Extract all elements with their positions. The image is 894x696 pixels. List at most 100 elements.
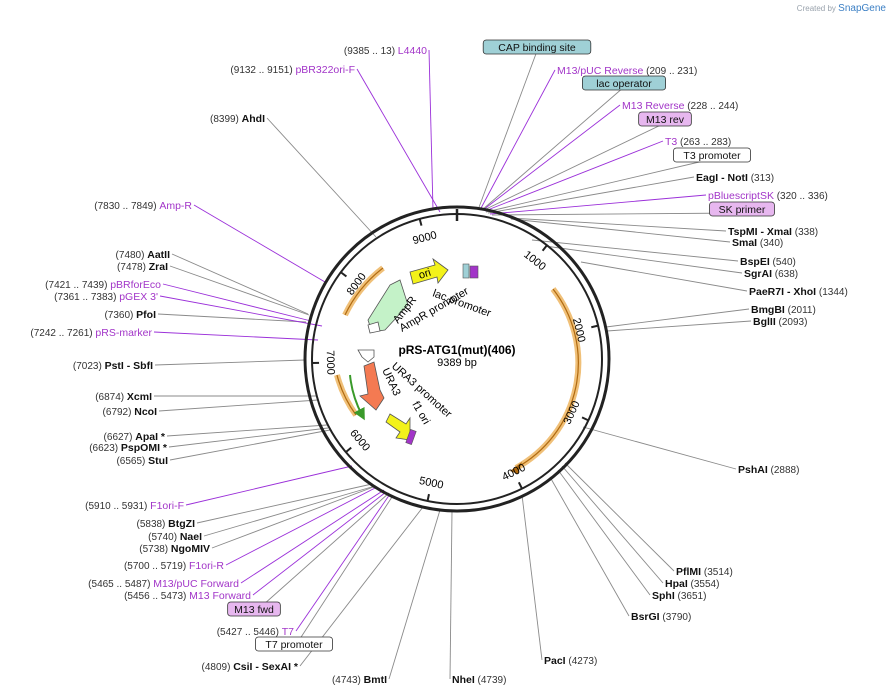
label-position: (3554) xyxy=(688,579,720,590)
label-text: (8399) AhdI xyxy=(210,113,265,125)
label-text: (7421 .. 7439) pBRforEco xyxy=(45,279,161,291)
connector-line xyxy=(356,68,441,213)
ring-tick-mark xyxy=(591,324,599,329)
label-m13-reverse: M13 Reverse (228 .. 244) xyxy=(622,100,738,112)
label-text: (7480) AatII xyxy=(116,249,171,261)
label-pfoi: (7360) PfoI xyxy=(104,309,156,321)
green-arc-feature xyxy=(349,374,365,421)
label-position: (4273) xyxy=(566,656,598,667)
connector-line xyxy=(484,140,664,212)
label-t3: T3 (263 .. 283) xyxy=(665,136,731,148)
ampr-promoter-arrow xyxy=(367,321,381,334)
label-text: (5427 .. 5446) T7 xyxy=(217,626,294,638)
label-name: NheI xyxy=(452,674,475,686)
feature-box-label: T3 promoter xyxy=(683,150,741,162)
label-text: (5838) BtgZI xyxy=(136,518,195,530)
label-sk-primer: SK primer xyxy=(709,201,775,217)
label-name: PstI - SbfI xyxy=(105,360,154,372)
label-text: PacI (4273) xyxy=(544,655,597,667)
feature-box-label: SK primer xyxy=(719,204,766,216)
connector-line xyxy=(491,212,743,216)
connector-line xyxy=(544,245,743,274)
label-name: AatII xyxy=(147,249,170,261)
label-text: SgrAI (638) xyxy=(744,268,798,280)
feature-box-label: lac operator xyxy=(596,78,652,90)
label-btgzi: (5838) BtgZI xyxy=(136,518,195,530)
connector-line xyxy=(253,492,390,614)
connector-line xyxy=(482,104,621,211)
label-pgex-3: (7361 .. 7383) pGEX 3' xyxy=(54,291,158,303)
connector-line xyxy=(169,265,310,316)
label-nhei: NheI (4739) xyxy=(452,674,506,686)
label-text: pBluescriptSK (320 .. 336) xyxy=(708,190,828,202)
ring-tick-mark xyxy=(340,271,348,278)
ura3-arrow xyxy=(359,361,385,411)
label-position: (6623) xyxy=(89,443,121,454)
connector-line xyxy=(162,283,312,322)
connector-line xyxy=(564,462,675,572)
ring-tick-mark xyxy=(541,244,548,252)
label-naei: (5740) NaeI xyxy=(148,531,202,543)
label-position: (7361 .. 7383) xyxy=(54,292,119,303)
label-position: (3790) xyxy=(660,612,692,623)
label-name: StuI xyxy=(148,455,168,467)
feature-box xyxy=(638,111,692,127)
label-position: (4739) xyxy=(475,675,507,686)
connector-line xyxy=(252,491,387,596)
ampr-arrow xyxy=(367,279,409,333)
connector-line xyxy=(153,331,319,341)
ring-tick-label: 5000 xyxy=(418,475,444,492)
connector-line xyxy=(225,486,378,566)
label-t7: (5427 .. 5446) T7 xyxy=(217,626,294,638)
inner-label-ori: ori xyxy=(417,267,432,282)
label-name: T7 xyxy=(282,626,294,638)
label-position: (5700 .. 5719) xyxy=(124,561,189,572)
label-position: (7360) xyxy=(104,310,136,321)
plasmid-name: pRS-ATG1(mut)(406) xyxy=(398,343,515,357)
feature-box-label: M13 fwd xyxy=(234,604,274,616)
label-name: AhdI xyxy=(242,113,265,125)
connector-line xyxy=(203,485,376,537)
label-text: PaeR7I - XhoI (1344) xyxy=(749,286,848,298)
label-text: (4743) BmtI xyxy=(332,674,387,686)
label-name: pBRforEco xyxy=(110,279,161,291)
label-position: (5738) xyxy=(139,544,171,555)
label-name: NcoI xyxy=(134,406,157,418)
f1-ori-arrow xyxy=(385,413,411,441)
connector-line xyxy=(171,253,309,315)
label-text: BmgBI (2011) xyxy=(751,304,816,316)
label-paci: PacI (4273) xyxy=(544,655,597,667)
label-prs-marker: (7242 .. 7261) pRS-marker xyxy=(30,327,152,339)
connector-line xyxy=(531,239,739,262)
feature-box-label: CAP binding site xyxy=(498,42,576,54)
connector-line xyxy=(561,465,664,584)
label-f1ori-f: (5910 .. 5931) F1ori-F xyxy=(85,500,184,512)
label-text: (6565) StuI xyxy=(116,455,168,467)
connector-line xyxy=(169,429,331,461)
label-text: (5910 .. 5931) F1ori-F xyxy=(85,500,184,512)
label-bspei: BspEI (540) xyxy=(740,256,796,268)
label-text: (6627) ApaI * xyxy=(104,431,166,443)
label-name: PacI xyxy=(544,655,566,667)
connector-line xyxy=(510,218,731,243)
label-bmti: (4743) BmtI xyxy=(332,674,387,686)
label-name: EagI - NotI xyxy=(696,172,748,184)
label-text: BsrGI (3790) xyxy=(631,611,691,623)
label-position: (7242 .. 7261) xyxy=(30,328,95,339)
label-position: (2888) xyxy=(768,465,800,476)
label-name: XcmI xyxy=(127,391,152,403)
label-m13-puc-reverse: M13/pUC Reverse (209 .. 231) xyxy=(557,65,697,77)
label-name: BtgZI xyxy=(168,518,195,530)
connector-line xyxy=(193,204,326,283)
connector-lines xyxy=(153,49,752,680)
connector-line xyxy=(606,320,752,332)
label-lac-operator: lac operator xyxy=(582,75,667,91)
label-zrai: (7478) ZraI xyxy=(117,261,168,273)
label-position: (2011) xyxy=(785,305,816,316)
label-name: M13/pUC Forward xyxy=(153,578,239,590)
connector-line xyxy=(428,49,434,211)
label-position: (7480) xyxy=(116,250,148,261)
label-position: (2093) xyxy=(776,317,808,328)
label-name: SmaI xyxy=(732,237,757,249)
